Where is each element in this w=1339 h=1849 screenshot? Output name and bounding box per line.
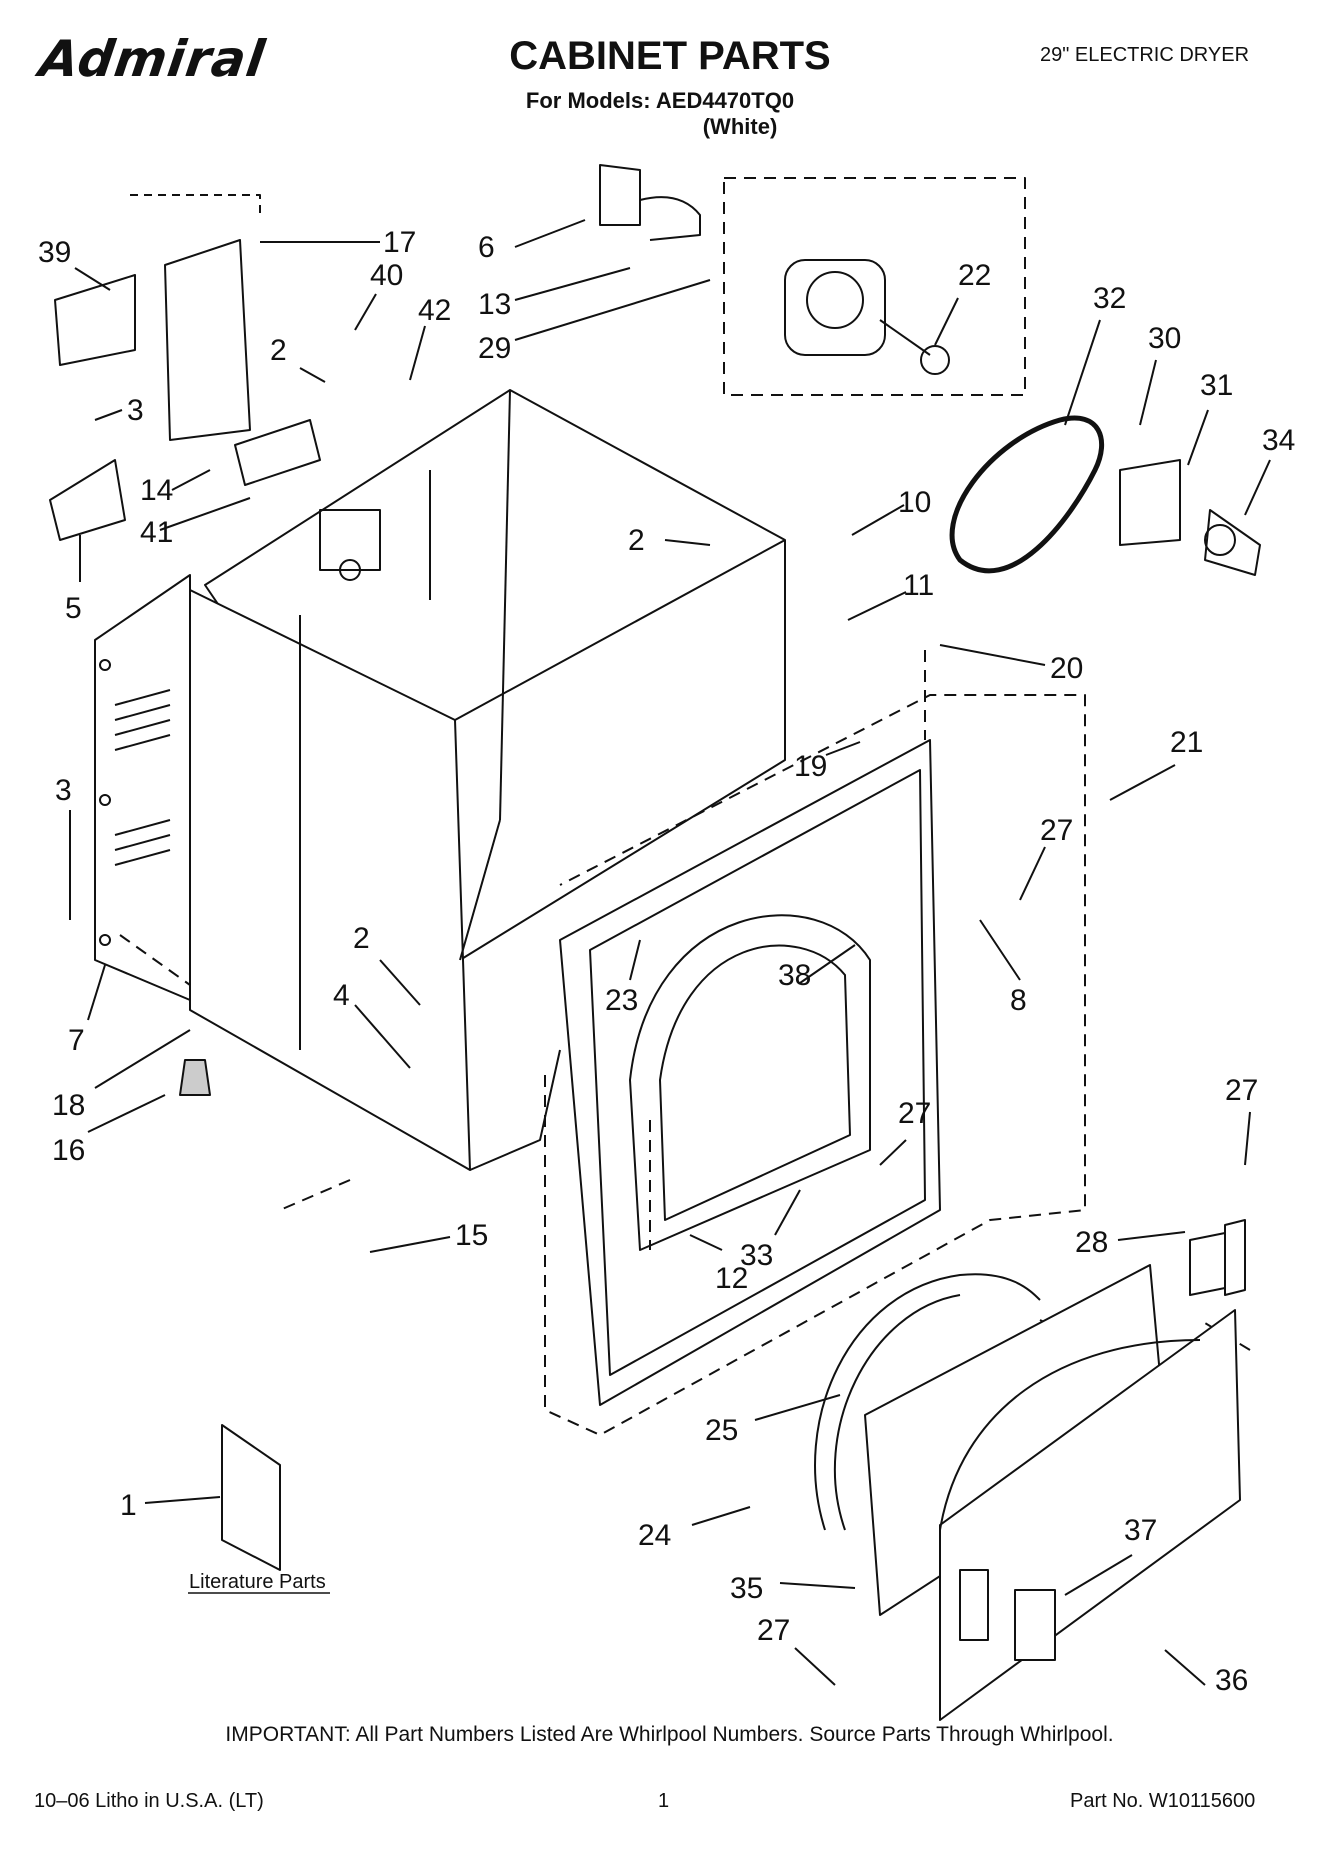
callout-label: 27 <box>1040 814 1073 847</box>
callout-label: 39 <box>38 236 71 269</box>
front-panel <box>559 739 941 1406</box>
callout-label: 18 <box>52 1089 85 1122</box>
callout-label: 3 <box>127 394 144 427</box>
callout-label: 31 <box>1200 369 1233 402</box>
callout-label: 6 <box>478 231 495 264</box>
cover-plate <box>49 459 126 541</box>
callout-label: 10 <box>898 486 931 519</box>
callout-label: 15 <box>455 1219 488 1252</box>
door-hinge <box>1189 1219 1246 1296</box>
callout-label: 29 <box>478 332 511 365</box>
callout-label: 23 <box>605 984 638 1017</box>
motor-assembly <box>599 164 1026 396</box>
callout-label: 27 <box>1225 1074 1258 1107</box>
callout-label: 2 <box>270 334 287 367</box>
callout-label: 28 <box>1075 1226 1108 1259</box>
callout-label: 27 <box>898 1097 931 1130</box>
cabinet-body <box>189 389 786 1171</box>
callout-label: 5 <box>65 592 82 625</box>
callout-label: 40 <box>370 259 403 292</box>
literature-booklet <box>221 1424 281 1571</box>
color-line: (White) <box>702 114 778 139</box>
callout-label: 35 <box>730 1572 763 1605</box>
front-assembly-outline <box>119 650 1251 1436</box>
callout-label: 37 <box>1124 1514 1157 1547</box>
terminal-block <box>54 194 321 486</box>
callout-label: 13 <box>478 288 511 321</box>
side-panel <box>94 574 191 1001</box>
callout-label: 8 <box>1010 984 1027 1017</box>
page-number: 1 <box>658 1790 670 1812</box>
callout-label: 22 <box>958 259 991 292</box>
callout-label: 17 <box>383 226 416 259</box>
callout-label: 36 <box>1215 1664 1248 1697</box>
callout-label: 14 <box>140 474 173 507</box>
literature-label: Literature Parts <box>189 1571 326 1593</box>
callout-label: 42 <box>418 294 451 327</box>
callout-label: 11 <box>903 569 934 602</box>
callout-label: 27 <box>757 1614 790 1647</box>
important-note: IMPORTANT: All Part Numbers Listed Are W… <box>225 1723 1114 1746</box>
callout-label: 19 <box>794 750 827 783</box>
callout-label: 1 <box>120 1489 137 1522</box>
callout-label: 21 <box>1170 726 1203 759</box>
callout-label: 33 <box>740 1239 773 1272</box>
drive-belt <box>949 415 1105 574</box>
callout-label: 16 <box>52 1134 85 1167</box>
drum-and-door <box>814 1264 1241 1721</box>
callout-label: 32 <box>1093 282 1126 315</box>
callout-label: 4 <box>333 979 350 1012</box>
callout-label: 2 <box>628 524 645 557</box>
callout-label: 34 <box>1262 424 1295 457</box>
callout-label: 20 <box>1050 652 1083 685</box>
callout-label: 7 <box>68 1024 85 1057</box>
models-line: For Models: AED4470TQ0 <box>525 88 795 113</box>
callout-label: 38 <box>778 959 811 992</box>
page-title: CABINET PARTS <box>509 34 831 78</box>
callout-label: 25 <box>705 1414 738 1447</box>
leveling-foot <box>179 1059 211 1096</box>
callout-labels: 39 17 40 42 2 3 14 41 5 6 13 29 22 32 30… <box>38 226 1295 1697</box>
litho-note: 10–06 Litho in U.S.A. (LT) <box>34 1790 264 1812</box>
callout-label: 3 <box>55 774 72 807</box>
product-type: 29" ELECTRIC DRYER <box>1040 44 1250 66</box>
idler-bracket <box>1119 459 1261 576</box>
callout-label: 12 <box>715 1262 748 1295</box>
part-number: Part No. W10115600 <box>1070 1790 1256 1812</box>
callout-label: 30 <box>1148 322 1181 355</box>
callout-label: 41 <box>140 516 173 549</box>
callout-label: 24 <box>638 1519 671 1552</box>
callout-label: 2 <box>353 922 370 955</box>
